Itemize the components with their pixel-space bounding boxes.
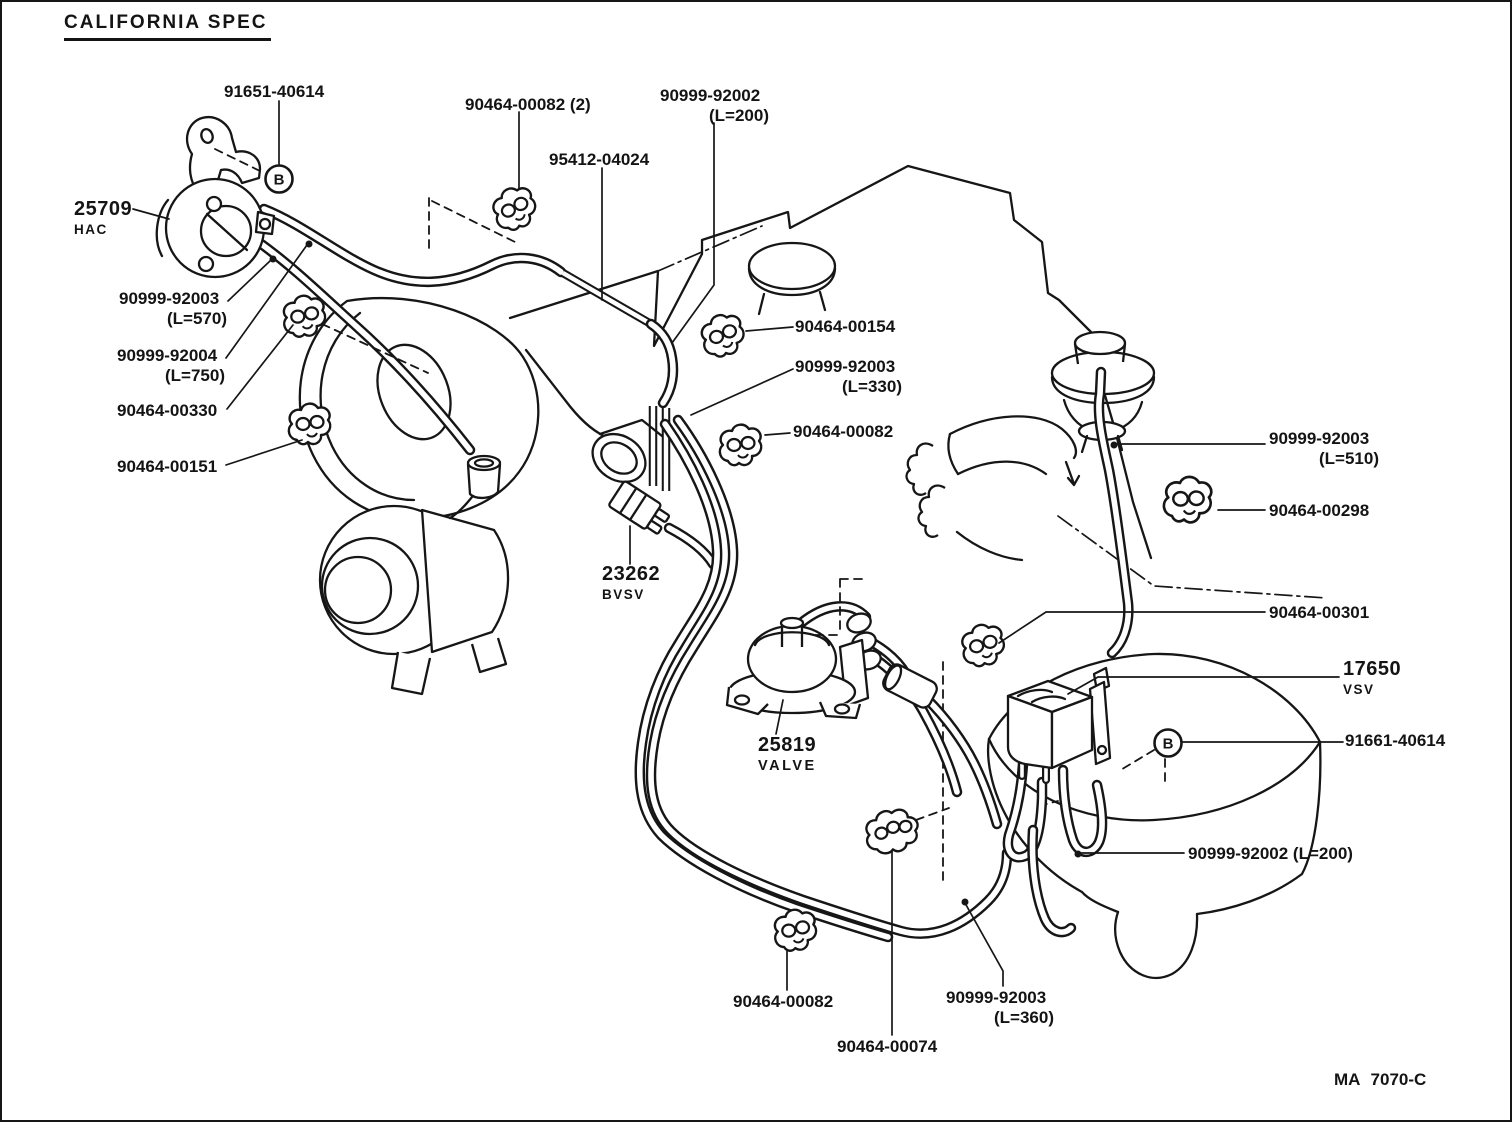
part-label-90999-92004-l750: 90999-92004 (L=750) xyxy=(117,346,225,386)
intake-arm-drawing xyxy=(905,415,1081,562)
part-label-90464-00154: 90464-00154 xyxy=(795,317,896,336)
part-label-90999-92002-l200-top: 90999-92002 (L=200) xyxy=(660,86,769,126)
part-label-90999-92003-l360: 90999-92003 (L=360) xyxy=(946,988,1054,1028)
part-label-90464-00330: 90464-00330 xyxy=(117,401,218,420)
oil-cap-drawing xyxy=(747,241,837,316)
part-label-90464-00082-bottom: 90464-00082 xyxy=(733,992,834,1011)
engine-block-outline xyxy=(425,164,1327,633)
alternator-drawing xyxy=(298,296,540,696)
part-label-90999-92002-l200-right: 90999-92002 (L=200) xyxy=(1188,844,1353,863)
part-label-95412-04024: 95412-04024 xyxy=(549,150,650,169)
vsv-valve-drawing xyxy=(1006,666,1112,784)
clip-90464-00154-icon xyxy=(696,309,750,362)
part-label-90464-00082-x2: 90464-00082 (2) xyxy=(465,95,591,114)
vacuum-port-fitting xyxy=(448,454,502,520)
part-label-23262-bvsv: 23262 BVSV xyxy=(602,563,661,602)
valve-25819-drawing xyxy=(725,616,870,720)
part-label-91651-40614: 91651-40614 xyxy=(224,82,325,101)
clip-90464-00082x2-icon xyxy=(486,180,543,236)
part-label-90999-92003-l510: 90999-92003 (L=510) xyxy=(1269,429,1379,469)
part-label-25819-valve: 25819 VALVE xyxy=(758,734,817,774)
part-label-90464-00082-mid: 90464-00082 xyxy=(793,422,894,441)
clip-90464-00301-icon xyxy=(957,620,1009,670)
bvsv-valve-drawing xyxy=(591,418,671,535)
bolt-badge-top-letter: B xyxy=(274,172,285,189)
clip-90464-00082-bottom-icon xyxy=(771,906,819,954)
figure-code: MA 7070-C xyxy=(1334,1070,1427,1089)
part-label-90464-00301: 90464-00301 xyxy=(1269,603,1370,622)
page-title: CALIFORNIA SPEC xyxy=(64,12,272,41)
bolt-badge-right-letter: B xyxy=(1163,736,1174,753)
clip-90464-00082-mid-icon xyxy=(718,423,763,467)
leader-lines xyxy=(132,100,1344,1036)
part-label-90464-00074: 90464-00074 xyxy=(837,1037,938,1056)
part-label-17650-vsv: 17650 VSV xyxy=(1343,658,1402,697)
part-label-90464-00151: 90464-00151 xyxy=(117,457,218,476)
inline-barrel-drawing xyxy=(882,663,938,709)
part-label-90999-92003-l330: 90999-92003 (L=330) xyxy=(795,357,902,397)
clip-90464-00298-icon xyxy=(1161,473,1215,526)
part-label-91661-40614: 91661-40614 xyxy=(1345,731,1446,750)
part-label-90999-92003-l570: 90999-92003 (L=570) xyxy=(119,289,227,329)
part-label-25709-hac: 25709 HAC xyxy=(74,198,133,237)
bolt-badge-right: B xyxy=(1153,728,1183,758)
hac-valve-drawing xyxy=(155,115,276,279)
part-label-90464-00298: 90464-00298 xyxy=(1269,501,1370,520)
bolt-badge-top: B xyxy=(264,164,294,194)
